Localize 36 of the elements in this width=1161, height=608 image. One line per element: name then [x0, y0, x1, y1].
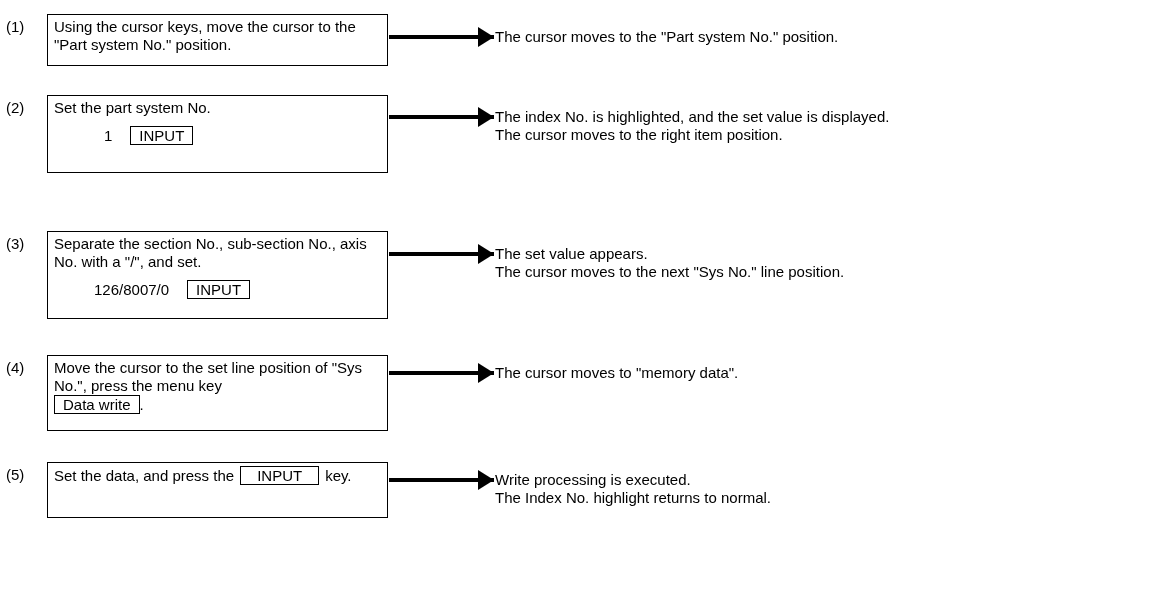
arrow [389, 244, 494, 264]
step-number: (3) [6, 235, 25, 253]
key-button: INPUT [130, 126, 194, 145]
instruction-text: Separate the section No., sub-section No., axis No. with a "/", and set. [54, 235, 368, 271]
key-button: Data write [54, 395, 140, 414]
key-button: INPUT [240, 466, 320, 485]
step-number: (2) [6, 99, 25, 117]
result-text: The cursor moves to the next "Sys No." line position. [495, 263, 846, 281]
instruction-text: Move the cursor to the set line position of "Sys No.", press the menu key [54, 359, 363, 395]
step-box [47, 462, 388, 518]
instruction-text: Using the cursor keys, move the cursor to the "Part system No." position. [54, 18, 357, 54]
arrow [389, 363, 494, 383]
key-value: 126/8007/0 [94, 281, 170, 298]
result-text: The cursor moves to the right item position. [495, 126, 784, 144]
instruction-text: Set the data, and press the [54, 467, 235, 484]
instruction-text: key. [325, 467, 352, 484]
key-button: INPUT [187, 280, 251, 299]
step-box [47, 14, 388, 66]
result-text: The cursor moves to the "Part system No." position. [495, 28, 840, 46]
step-box [47, 95, 388, 173]
instruction-text: . [139, 396, 144, 413]
result-text: The index No. is highlighted, and the set value is displayed. [495, 108, 891, 126]
step-box [47, 231, 388, 319]
result-text: The set value appears. [495, 245, 649, 263]
arrow [389, 107, 494, 127]
result-text: The cursor moves to "memory data". [495, 364, 740, 382]
step-number: (5) [6, 466, 25, 484]
key-value: 1 [104, 127, 113, 144]
step-number: (1) [6, 18, 25, 36]
instruction-text: Set the part system No. [54, 99, 212, 117]
step-number: (4) [6, 359, 25, 377]
arrow [389, 470, 494, 490]
result-text: Write processing is executed. [495, 471, 692, 489]
step-box [47, 355, 388, 431]
arrow [389, 27, 494, 47]
result-text: The Index No. highlight returns to normal. [495, 489, 772, 507]
